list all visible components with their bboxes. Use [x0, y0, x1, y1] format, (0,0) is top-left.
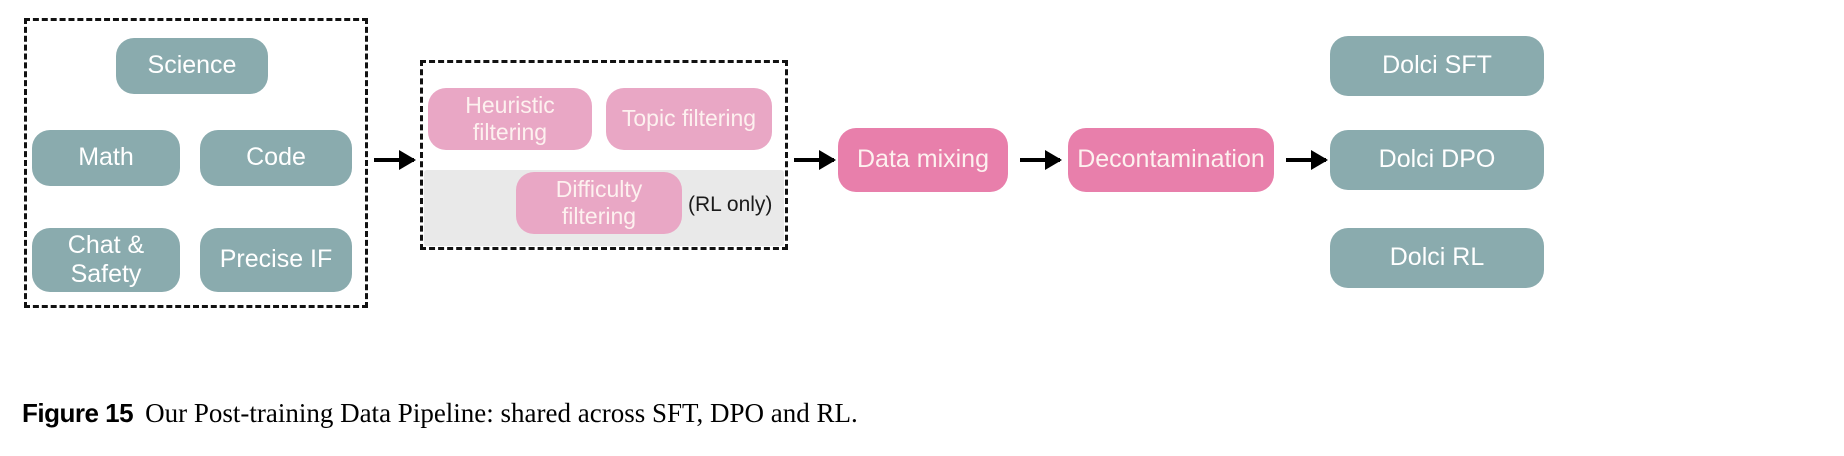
- figure-caption-text: Our Post-training Data Pipeline: shared …: [145, 398, 858, 428]
- filter-box-topic-filtering[interactable]: Topic filtering: [606, 88, 772, 150]
- figure-caption-label: Figure 15: [22, 398, 134, 428]
- filter-box-heuristic-filtering[interactable]: Heuristic filtering: [428, 88, 592, 150]
- output-box-dolci-dpo[interactable]: Dolci DPO: [1330, 130, 1544, 190]
- filter-box-difficulty-filtering[interactable]: Difficulty filtering: [516, 172, 682, 234]
- output-box-dolci-sft[interactable]: Dolci SFT: [1330, 36, 1544, 96]
- rl-only-note: (RL only): [688, 193, 773, 216]
- filtering-group: [420, 60, 788, 250]
- figure-caption: Figure 15 Our Post-training Data Pipeline…: [22, 398, 858, 429]
- source-box-math[interactable]: Math: [32, 130, 180, 186]
- data-sources-group: [24, 18, 368, 308]
- arrow-sources-to-filtering: [374, 158, 414, 162]
- source-box-chat-and-safety[interactable]: Chat & Safety: [32, 228, 180, 292]
- arrow-decontamination-to-outputs: [1286, 158, 1326, 162]
- output-box-dolci-rl[interactable]: Dolci RL: [1330, 228, 1544, 288]
- source-box-code[interactable]: Code: [200, 130, 352, 186]
- process-box-data-mixing[interactable]: Data mixing: [838, 128, 1008, 192]
- source-box-science[interactable]: Science: [116, 38, 268, 94]
- process-box-decontamination[interactable]: Decontamination: [1068, 128, 1274, 192]
- arrow-mixing-to-decontamination: [1020, 158, 1060, 162]
- source-box-precise-if[interactable]: Precise IF: [200, 228, 352, 292]
- arrow-filtering-to-mixing: [794, 158, 834, 162]
